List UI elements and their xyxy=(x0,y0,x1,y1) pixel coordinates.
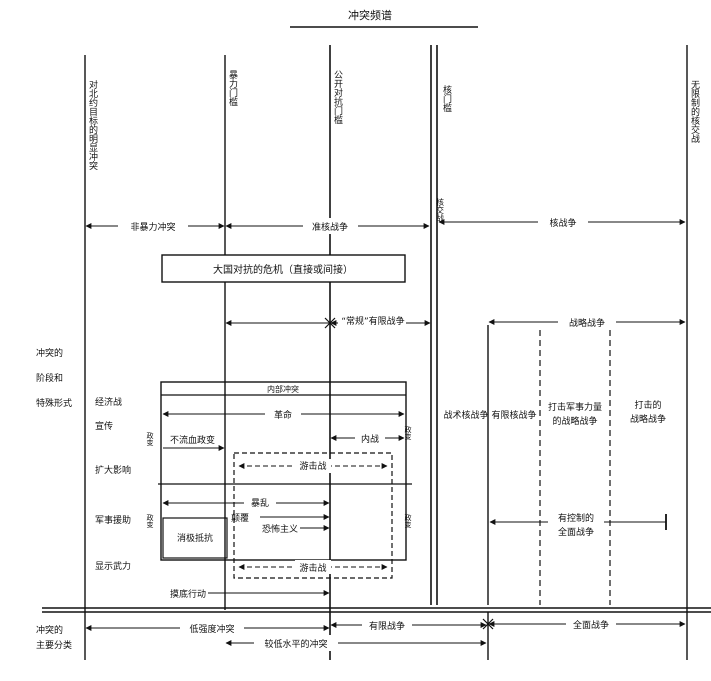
bottom-title-2: 主要分类 xyxy=(36,639,72,651)
label-nonviolent: 非暴力冲突 xyxy=(130,221,175,233)
label-mid-level: 较低水平的冲突 xyxy=(264,638,327,650)
label-coup-far-right: 政变 xyxy=(404,513,412,529)
label-revolution: 革命 xyxy=(274,409,292,421)
item-economic-war: 经济战 xyxy=(95,396,122,408)
side-title-3: 特殊形式 xyxy=(36,397,72,409)
label-terrorism: 恐怖主义 xyxy=(262,523,298,535)
cross-open-2 xyxy=(324,317,336,329)
side-title-1: 冲突的 xyxy=(36,347,63,359)
label-coup-left: 政变 xyxy=(146,431,154,447)
label-nonviolent-coup: 不流血政变 xyxy=(170,434,215,446)
label-controlled-2: 全面战争 xyxy=(558,526,594,538)
label-guerrilla-bottom: 游击战 xyxy=(299,562,326,574)
internal-conflict-box xyxy=(160,381,407,561)
label-conventional-war: “常规”有限战争 xyxy=(341,315,404,327)
label-general-war: 全面战争 xyxy=(573,619,609,631)
label-sub-nuclear-war: 准核战争 xyxy=(312,221,348,233)
crisis-box xyxy=(161,254,406,283)
label-countercity-2: 战略战争 xyxy=(630,413,666,425)
label-nuclear-war: 核战争 xyxy=(549,217,576,229)
label-probe: 摸底行动 xyxy=(170,588,206,600)
label-subversion: 颠覆 xyxy=(231,512,249,524)
label-counterforce-1: 打击军事力量 xyxy=(548,401,602,413)
label-passive-resistance: 消极抵抗 xyxy=(177,532,213,544)
label-coup-mid: 政变 xyxy=(146,513,154,529)
label-tactical-nuclear: 战术核战争 xyxy=(443,409,488,421)
passive-resistance-box xyxy=(162,517,228,559)
crisis-box-label: 大国对抗的危机（直接或间接） xyxy=(213,263,353,276)
item-military-aid: 军事援助 xyxy=(95,514,131,526)
label-controlled-1: 有控制的 xyxy=(558,512,594,524)
bottom-title-1: 冲突的 xyxy=(36,624,63,636)
label-nuclear-threshold: 核门槛 xyxy=(441,84,452,113)
side-title-2: 阶段和 xyxy=(36,372,63,384)
diagram-title: 冲突频谱 xyxy=(348,8,392,22)
label-civil-war: 内战 xyxy=(361,433,379,445)
internal-conflict-title: 内部冲突 xyxy=(267,384,299,394)
label-limited-war: 有限战争 xyxy=(369,620,405,632)
label-open-threshold: 公开对抗门槛 xyxy=(332,70,343,125)
cross-general-2 xyxy=(482,618,494,630)
label-nato-conflict: 对北约目标的明显冲突 xyxy=(87,79,98,171)
label-strategic-war: 战略战争 xyxy=(569,317,605,329)
label-low-intensity: 低强度冲突 xyxy=(189,623,234,635)
label-nuclear-exchange: 核交战 xyxy=(436,197,445,223)
label-coup-right: 政变 xyxy=(404,425,412,441)
item-propaganda: 宣传 xyxy=(95,420,113,432)
item-influence: 扩大影响 xyxy=(95,464,131,476)
label-countercity-1: 打击的 xyxy=(634,399,661,411)
label-riot: 暴乱 xyxy=(251,498,269,509)
label-counterforce-2: 的战略战争 xyxy=(552,415,597,427)
label-unlimited-nuclear: 无限制的核交战 xyxy=(689,80,700,144)
label-guerrilla-top: 游击战 xyxy=(299,460,326,472)
item-show-force: 显示武力 xyxy=(95,560,131,572)
label-violence-threshold: 暴力门槛 xyxy=(227,70,238,107)
label-limited-nuclear: 有限核战争 xyxy=(491,409,536,421)
guerrilla-dashed-box xyxy=(233,452,393,579)
